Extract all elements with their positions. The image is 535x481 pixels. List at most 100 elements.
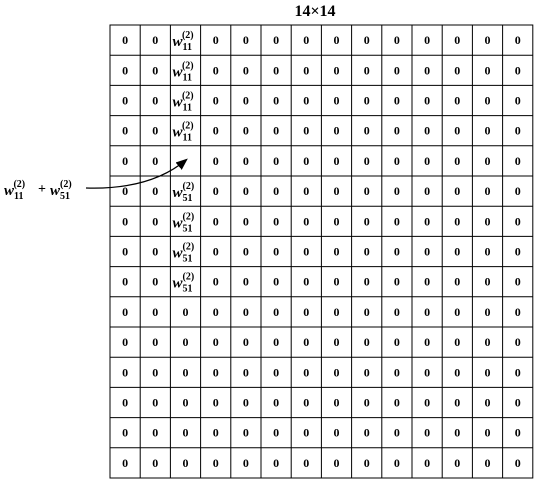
zero-cell: 0: [273, 335, 279, 349]
zero-cell: 0: [454, 396, 460, 410]
zero-cell: 0: [122, 154, 128, 168]
zero-cell: 0: [213, 124, 219, 138]
zero-cell: 0: [152, 275, 158, 289]
zero-cell: 0: [454, 63, 460, 77]
zero-cell: 0: [213, 94, 219, 108]
zero-cell: 0: [122, 33, 128, 47]
zero-cell: 0: [394, 365, 400, 379]
zero-cell: 0: [273, 63, 279, 77]
zero-cell: 0: [334, 245, 340, 259]
zero-cell: 0: [364, 33, 370, 47]
zero-cell: 0: [424, 154, 430, 168]
zero-cell: 0: [303, 63, 309, 77]
zero-cell: 0: [273, 456, 279, 470]
zero-cell: 0: [394, 63, 400, 77]
weight-cell-w11: w11(2): [173, 60, 194, 83]
zero-cell: 0: [454, 305, 460, 319]
zero-cell: 0: [515, 63, 521, 77]
zero-cell: 0: [122, 214, 128, 228]
zero-cell: 0: [394, 335, 400, 349]
zero-cell: 0: [152, 124, 158, 138]
zero-cell: 0: [213, 154, 219, 168]
weight-cell-w51: w51(2): [173, 211, 195, 234]
zero-cell: 0: [243, 214, 249, 228]
zero-cell: 0: [243, 335, 249, 349]
zero-cell: 0: [454, 365, 460, 379]
zero-cell: 0: [485, 426, 491, 440]
weight-cell-w51: w51(2): [173, 242, 195, 265]
zero-cell: 0: [424, 275, 430, 289]
zero-cell: 0: [485, 245, 491, 259]
annotation-term1: w11(2): [4, 179, 25, 202]
zero-cell: 0: [243, 124, 249, 138]
zero-cell: 0: [152, 63, 158, 77]
zero-cell: 0: [394, 426, 400, 440]
zero-cell: 0: [303, 305, 309, 319]
zero-cell: 0: [515, 33, 521, 47]
zero-cell: 0: [243, 94, 249, 108]
zero-cell: 0: [303, 124, 309, 138]
zero-cell: 0: [515, 396, 521, 410]
zero-cell: 0: [122, 456, 128, 470]
zero-cell: 0: [424, 63, 430, 77]
zero-cell: 0: [334, 63, 340, 77]
zero-cell: 0: [364, 305, 370, 319]
zero-cell: 0: [364, 456, 370, 470]
zero-cell: 0: [213, 33, 219, 47]
weight-cell-w51: w51(2): [173, 181, 195, 204]
zero-cell: 0: [515, 365, 521, 379]
zero-cell: 0: [364, 275, 370, 289]
zero-cell: 0: [364, 214, 370, 228]
zero-cell: 0: [515, 456, 521, 470]
zero-cell: 0: [122, 245, 128, 259]
zero-cell: 0: [303, 396, 309, 410]
zero-cell: 0: [394, 184, 400, 198]
zero-cell: 0: [394, 305, 400, 319]
zero-cell: 0: [122, 396, 128, 410]
zero-cell: 0: [485, 33, 491, 47]
zero-cell: 0: [183, 365, 189, 379]
zero-cell: 0: [122, 124, 128, 138]
zero-cell: 0: [424, 396, 430, 410]
zero-cell: 0: [485, 396, 491, 410]
zero-cell: 0: [152, 335, 158, 349]
zero-cell: 0: [152, 245, 158, 259]
zero-cell: 0: [424, 245, 430, 259]
zero-cell: 0: [334, 94, 340, 108]
zero-cell: 0: [303, 426, 309, 440]
zero-cell: 0: [485, 214, 491, 228]
zero-cell: 0: [152, 214, 158, 228]
zero-cell: 0: [243, 33, 249, 47]
zero-cell: 0: [515, 154, 521, 168]
zero-cell: 0: [454, 275, 460, 289]
zero-cell: 0: [364, 335, 370, 349]
zero-cell: 0: [122, 184, 128, 198]
zero-cell: 0: [454, 124, 460, 138]
zero-cell: 0: [424, 426, 430, 440]
zero-cell: 0: [303, 456, 309, 470]
zero-cell: 0: [454, 456, 460, 470]
zero-cell: 0: [364, 426, 370, 440]
zero-cell: 0: [152, 94, 158, 108]
zero-cell: 0: [334, 305, 340, 319]
zero-cell: 0: [243, 456, 249, 470]
zero-cell: 0: [303, 184, 309, 198]
zero-cell: 0: [454, 335, 460, 349]
zero-cell: 0: [334, 426, 340, 440]
zero-cell: 0: [364, 396, 370, 410]
zero-cell: 0: [334, 214, 340, 228]
zero-cell: 0: [515, 335, 521, 349]
zero-cell: 0: [183, 305, 189, 319]
zero-cell: 0: [273, 365, 279, 379]
zero-cell: 0: [364, 245, 370, 259]
zero-cell: 0: [243, 305, 249, 319]
zero-cell: 0: [243, 245, 249, 259]
zero-cell: 0: [454, 154, 460, 168]
zero-cell: 0: [303, 365, 309, 379]
zero-cell: 0: [515, 94, 521, 108]
zero-cell: 0: [424, 33, 430, 47]
annotation-arrow: [85, 158, 188, 189]
zero-cell: 0: [394, 396, 400, 410]
zero-cell: 0: [213, 426, 219, 440]
